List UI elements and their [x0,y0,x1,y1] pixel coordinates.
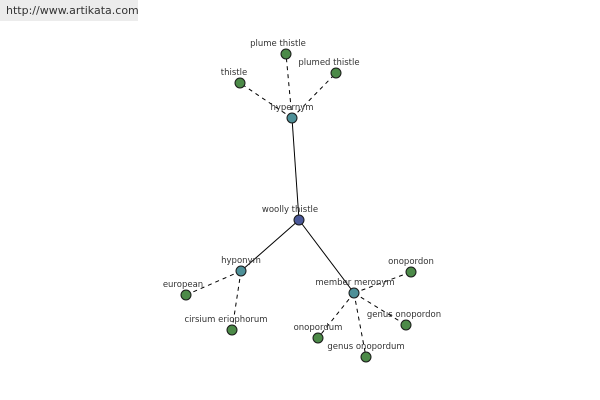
node-label-european: european [163,280,203,290]
graph-nodes [180,48,417,363]
node-hyponym[interactable] [235,265,247,277]
node-label-onopordon: onopordon [388,257,434,267]
node-genus-onopordon[interactable] [400,319,412,331]
graph-labels: woolly thistle hypernym hyponym member mero… [163,39,441,352]
node-genus-onopordum[interactable] [360,351,372,363]
node-label-hyponym: hyponym [221,256,261,266]
edge-hypernym-to-plumed-thistle [291,72,337,119]
node-label-onopordum: onopordum [294,323,343,333]
url-bar: http://www.artikata.com [0,0,139,21]
site-url-link[interactable]: http://www.artikata.com [6,4,139,17]
node-label-woolly-thistle: woolly thistle [262,205,318,215]
node-label-plume-thistle: plume thistle [250,39,306,49]
node-member-meronym[interactable] [348,287,360,299]
node-label-hypernym: hypernym [270,103,313,113]
node-woolly-thistle[interactable] [293,214,305,226]
node-hypernym[interactable] [286,112,298,124]
edge-member-meronym-to-onopordum [317,292,355,339]
node-label-member-meronym: member meronym [315,278,394,288]
node-label-genus-onopordum: genus onopordum [327,342,404,352]
edge-hypernym-to-plume-thistle [285,53,293,119]
edge-member-meronym-to-genus-onopordon [353,292,407,326]
edge-woolly-thistle-to-hypernym [291,117,300,221]
edge-hyponym-to-cirsium-eriophorum [231,270,242,331]
graph-edges [185,53,412,358]
node-label-cirsium-eriophorum: cirsium eriophorum [184,315,267,325]
node-thistle[interactable] [234,77,246,89]
edge-member-meronym-to-genus-onopordum [353,292,367,358]
node-label-thistle: thistle [221,68,247,78]
node-european[interactable] [180,289,192,301]
node-onopordum[interactable] [312,332,324,344]
edge-woolly-thistle-to-hyponym [240,219,300,272]
edge-hypernym-to-thistle [239,82,293,119]
node-plumed-thistle[interactable] [330,67,342,79]
node-label-plumed-thistle: plumed thistle [298,58,359,68]
edge-hyponym-to-european [185,270,242,296]
node-onopordon[interactable] [405,266,417,278]
edge-woolly-thistle-to-member-meronym [298,219,355,294]
node-cirsium-eriophorum[interactable] [226,324,238,336]
edge-member-meronym-to-onopordon [353,271,412,294]
node-label-genus-onopordon: genus onopordon [367,310,441,320]
node-plume-thistle[interactable] [280,48,292,60]
